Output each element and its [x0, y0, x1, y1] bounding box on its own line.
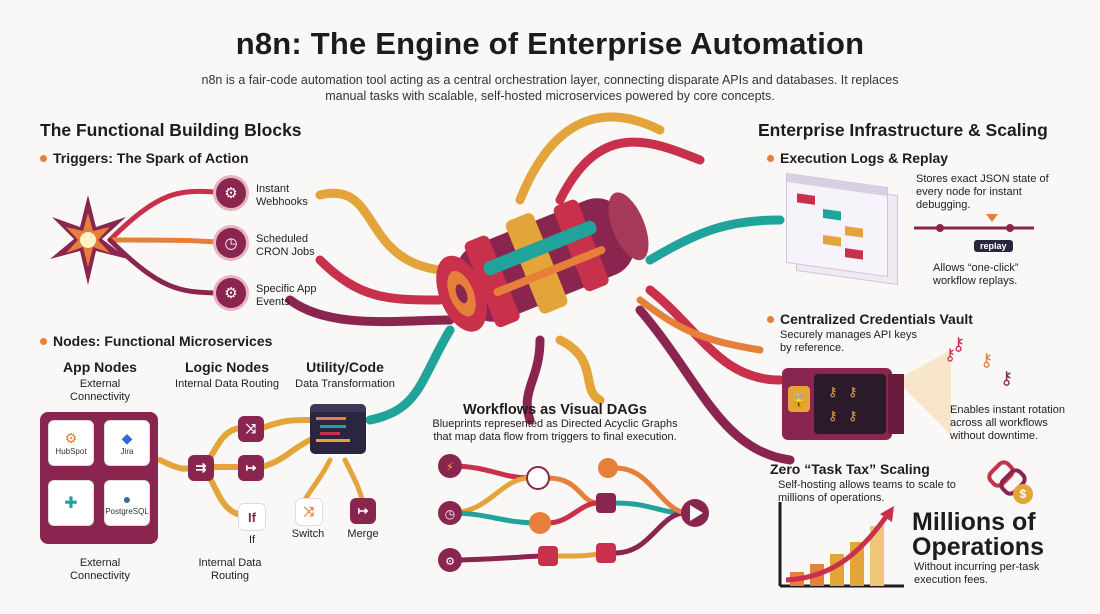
dag-diagram: ⚡ ◷ ⚙ [438, 454, 709, 572]
svg-text:◷: ◷ [445, 507, 456, 521]
if-label: If [248, 534, 256, 546]
chain-dollar-icon: $ [984, 457, 1035, 504]
page-subtitle: n8n is a fair-code automation tool actin… [201, 73, 899, 103]
right-heading: Enterprise Infrastructure & Scaling [758, 120, 1048, 140]
shuffle-icon: ⤨ [238, 416, 264, 442]
trigger-cron-label: Scheduled CRON Jobs [256, 233, 315, 258]
branch-icon: ↦ [238, 455, 264, 481]
vault-note: Enables instant rotation across all work… [950, 404, 1065, 442]
slack-tile: ✚ [48, 480, 94, 526]
switch-label: Switch [291, 528, 325, 540]
split-icon: ⇉ [188, 455, 214, 481]
switch-icon: ⤨ [295, 498, 323, 526]
vault-heading: Centralized Credentials Vault [767, 311, 973, 327]
logs-note: Allows “one-click” workflow replays. [933, 262, 1019, 287]
spark-icon [50, 195, 128, 285]
svg-text:⚷: ⚷ [944, 345, 956, 364]
gears-icon: ⚙ [216, 278, 246, 308]
svg-text:⚷: ⚷ [828, 385, 838, 400]
vault-desc: Securely manages API keys by reference. [780, 329, 917, 354]
triggers-heading: Triggers: The Spark of Action [40, 150, 249, 166]
dag-title: Workflows as Visual DAGs [463, 402, 647, 418]
hubspot-tile: ⚙HubSpot [48, 420, 94, 466]
if-icon: If [238, 503, 266, 531]
svg-text:⚙: ⚙ [445, 555, 455, 568]
svg-text:⚡: ⚡ [446, 460, 454, 474]
logs-desc: Stores exact JSON state of every node fo… [916, 173, 1049, 211]
trigger-webhooks-label: Instant Webhooks [256, 183, 308, 208]
svg-text:🔒: 🔒 [790, 393, 807, 409]
key-icon: ⚷ [1000, 368, 1014, 388]
merge-icon: ↦ [350, 498, 376, 524]
dag-desc: Blueprints represented as Directed Acycl… [432, 418, 678, 443]
code-editor-icon [310, 404, 366, 454]
trigger-app-events-label: Specific App Events [256, 283, 317, 308]
logic-nodes-bottom-label: Internal Data Routing [198, 557, 262, 582]
left-heading: The Functional Building Blocks [40, 120, 302, 140]
postgresql-tile: ●PostgreSQL [104, 480, 150, 526]
key-icon: ⚷ [980, 350, 994, 370]
key-icon: ⚷ [952, 334, 966, 354]
utility-nodes-title: Utility/Code [306, 359, 384, 375]
millions-operations-text: Millions of Operations [912, 508, 1044, 561]
app-nodes-box: ⚙HubSpot ◆Jira ✚ ●PostgreSQL [40, 412, 158, 544]
replay-button[interactable]: replay [974, 240, 1013, 252]
log-window-illustration [780, 172, 900, 286]
logic-nodes-title: Logic Nodes [184, 359, 269, 375]
app-nodes-bottom-label: External Connectivity [70, 557, 130, 582]
page-title: n8n: The Engine of Enterprise Automation [235, 26, 865, 61]
svg-text:⚷: ⚷ [828, 409, 838, 424]
merge-label: Merge [347, 528, 379, 540]
scaling-desc: Self-hosting allows teams to scale to mi… [778, 479, 956, 504]
jira-tile: ◆Jira [104, 420, 150, 466]
engine-illustration [436, 192, 649, 332]
replay-timeline [914, 214, 1034, 232]
app-nodes-title: App Nodes [63, 359, 137, 375]
app-nodes-desc: External Connectivity [70, 378, 130, 403]
logs-heading: Execution Logs & Replay [767, 150, 948, 166]
vault-illustration: 🔒 ⚷ ⚷ ⚷ ⚷ ⚷ [782, 345, 956, 440]
svg-text:⚷: ⚷ [848, 385, 858, 400]
scaling-heading: Zero “Task Tax” Scaling [770, 461, 930, 477]
webhook-icon: ⚙ [216, 178, 246, 208]
nodes-heading: Nodes: Functional Microservices [40, 333, 272, 349]
utility-nodes-desc: Data Transformation [295, 378, 395, 390]
growth-chart-icon [778, 502, 904, 588]
scaling-note: Without incurring per-task execution fee… [914, 561, 1040, 586]
svg-text:⚷: ⚷ [848, 409, 858, 424]
logic-nodes-desc: Internal Data Routing [175, 378, 279, 390]
clock-icon: ◷ [216, 228, 246, 258]
